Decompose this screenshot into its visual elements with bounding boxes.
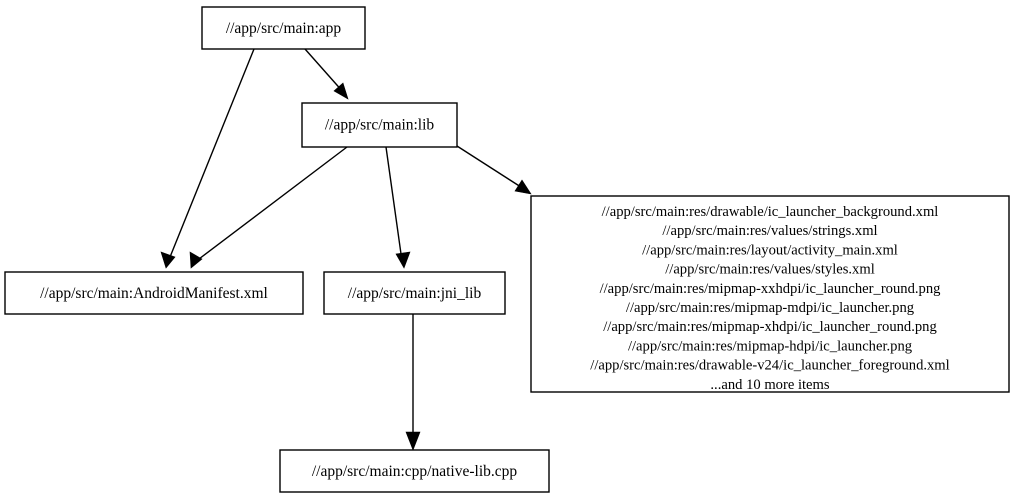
node-native-lib-box[interactable]: [279, 449, 550, 493]
arrowhead-icon: [405, 431, 421, 451]
node-resources-line: //app/src/main:res/values/strings.xml: [662, 223, 877, 239]
node-native-lib[interactable]: //app/src/main:cpp/native-lib.cpp: [279, 449, 550, 493]
graph-nodes: //app/src/main:app //app/src/main:lib //…: [4, 6, 1010, 493]
node-native-lib-label: //app/src/main:cpp/native-lib.cpp: [312, 463, 518, 480]
edge-line: [456, 145, 525, 190]
node-resources-line: //app/src/main:res/mipmap-xxhdpi/ic_laun…: [600, 281, 942, 297]
arrowhead-icon: [395, 251, 411, 269]
node-app[interactable]: //app/src/main:app: [201, 6, 366, 50]
edge-lib-to-manifest: [189, 146, 348, 269]
node-resources-line: //app/src/main:res/mipmap-hdpi/ic_launch…: [628, 338, 913, 354]
node-resources-box[interactable]: [530, 195, 1010, 393]
arrowhead-icon: [514, 179, 532, 195]
arrowhead-icon: [160, 251, 176, 269]
node-lib-box[interactable]: [301, 102, 458, 148]
node-app-box[interactable]: [201, 6, 366, 50]
node-resources-line: //app/src/main:res/layout/activity_main.…: [642, 242, 898, 258]
node-resources-line: //app/src/main:res/drawable/ic_launcher_…: [602, 204, 939, 220]
node-android-manifest-box[interactable]: [4, 271, 304, 315]
node-resources-line: //app/src/main:res/values/styles.xml: [665, 262, 875, 278]
node-resources-label: //app/src/main:res/drawable/ic_launcher_…: [590, 204, 949, 393]
node-jni-lib[interactable]: //app/src/main:jni_lib: [323, 271, 506, 315]
node-jni-lib-label: //app/src/main:jni_lib: [348, 285, 482, 302]
edge-line: [194, 146, 348, 263]
node-resources-line: //app/src/main:res/mipmap-xhdpi/ic_launc…: [603, 319, 937, 335]
node-jni-lib-box[interactable]: [323, 271, 506, 315]
node-resources-line: //app/src/main:res/mipmap-mdpi/ic_launch…: [626, 300, 915, 316]
edge-jni-lib-to-native-lib: [405, 314, 421, 451]
node-resources-line: //app/src/main:res/drawable-v24/ic_launc…: [590, 358, 949, 374]
edge-app-to-lib: [304, 48, 349, 100]
edge-app-to-manifest: [160, 48, 255, 269]
node-lib-label: //app/src/main:lib: [325, 117, 435, 134]
node-app-label: //app/src/main:app: [226, 20, 342, 37]
node-lib[interactable]: //app/src/main:lib: [301, 102, 458, 148]
node-android-manifest[interactable]: //app/src/main:AndroidManifest.xml: [4, 271, 304, 315]
node-android-manifest-label: //app/src/main:AndroidManifest.xml: [40, 285, 268, 302]
edge-line: [167, 48, 255, 263]
edge-lib-to-jni-lib: [385, 146, 411, 269]
edge-line: [385, 146, 403, 262]
edge-line: [304, 48, 345, 94]
node-resources[interactable]: //app/src/main:res/drawable/ic_launcher_…: [530, 195, 1010, 393]
graph-edges: [160, 48, 532, 451]
edge-lib-to-resources: [456, 145, 532, 195]
node-resources-line: ...and 10 more items: [710, 377, 829, 393]
arrowhead-icon: [333, 82, 349, 100]
arrowhead-icon: [189, 251, 203, 269]
